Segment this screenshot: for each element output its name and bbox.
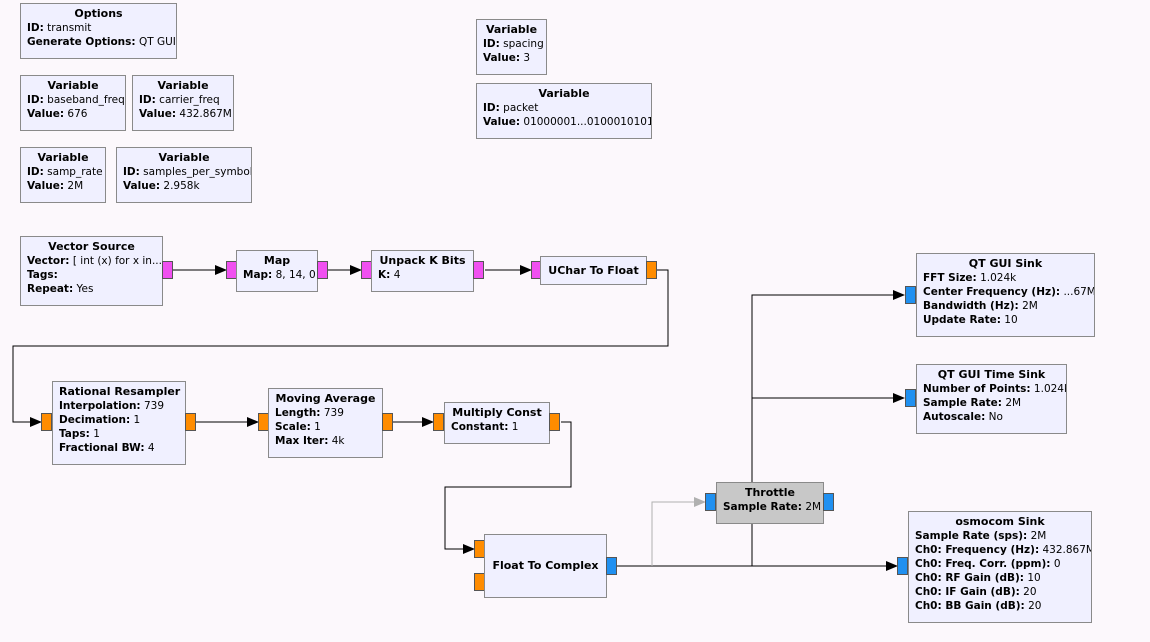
block-title: Moving Average (275, 392, 376, 405)
throttle-block[interactable]: Throttle Sample Rate: 2M (716, 482, 824, 524)
qt-gui-time-sink-block[interactable]: QT GUI Time Sink Number of Points: 1.024… (916, 364, 1067, 434)
variable-block-baseband-freq[interactable]: Variable ID: baseband_freq Value: 676 (20, 75, 126, 131)
wire-throttle-to-qt-sink (751, 290, 905, 566)
block-title: Vector Source (48, 240, 135, 253)
wire-multiply-to-float-to-complex (444, 421, 572, 554)
block-title: Variable (485, 23, 538, 36)
block-title: Map (263, 254, 291, 267)
float-to-complex-block[interactable]: Float To Complex (484, 534, 607, 598)
multiply-const-in-port[interactable] (433, 413, 444, 431)
block-title: Variable (157, 79, 209, 92)
unpack-k-bits-block[interactable]: Unpack K Bits K: 4 (371, 250, 474, 292)
osmocom-sink-block[interactable]: osmocom Sink Sample Rate (sps): 2M Ch0: … (908, 511, 1092, 623)
wire-uchar-to-resampler (12, 269, 669, 427)
variable-block-spacing[interactable]: Variable ID: spacing Value: 3 (476, 19, 547, 75)
block-title: QT GUI Sink (968, 257, 1043, 270)
vector-source-out-port[interactable] (162, 261, 173, 279)
multiply-const-block[interactable]: Multiply Const Constant: 1 (444, 402, 550, 444)
rational-resampler-block[interactable]: Rational Resampler Interpolation: 739 De… (52, 381, 186, 465)
block-title: osmocom Sink (955, 515, 1045, 528)
map-out-port[interactable] (317, 261, 328, 279)
resampler-out-port[interactable] (185, 413, 196, 431)
block-title: UChar To Float (548, 264, 639, 277)
uchar-out-port[interactable] (646, 261, 657, 279)
moving-average-out-port[interactable] (382, 413, 393, 431)
variable-block-samp-rate[interactable]: Variable ID: samp_rate Value: 2M (20, 147, 106, 203)
qt-time-sink-in-port[interactable] (905, 389, 916, 407)
qt-sink-in-port[interactable] (905, 286, 916, 304)
osmocom-sink-in-port[interactable] (897, 557, 908, 575)
map-block[interactable]: Map Map: 8, 14, 0 (236, 250, 318, 292)
block-title: Variable (158, 151, 210, 164)
variable-block-carrier-freq[interactable]: Variable ID: carrier_freq Value: 432.867… (132, 75, 234, 131)
wire-float-to-complex-to-throttle-disabled (651, 497, 706, 566)
block-title: Throttle (744, 486, 796, 499)
moving-average-block[interactable]: Moving Average Length: 739 Scale: 1 Max … (268, 388, 383, 458)
block-title: Variable (538, 87, 590, 100)
block-title: Options (74, 7, 123, 20)
uchar-to-float-block[interactable]: UChar To Float (540, 256, 647, 285)
block-title: Float To Complex (492, 559, 599, 572)
throttle-out-port[interactable] (823, 493, 834, 511)
unpack-out-port[interactable] (473, 261, 484, 279)
float-to-complex-out-port[interactable] (606, 557, 617, 575)
variable-block-samples-per-symbol[interactable]: Variable ID: samples_per_symbol Value: 2… (116, 147, 252, 203)
multiply-const-out-port[interactable] (549, 413, 560, 431)
block-title: Rational Resampler (59, 385, 181, 398)
qt-gui-sink-block[interactable]: QT GUI Sink FFT Size: 1.024k Center Freq… (916, 253, 1095, 337)
block-title: Variable (37, 151, 89, 164)
block-title: Variable (47, 79, 99, 92)
variable-block-packet[interactable]: Variable ID: packet Value: 01000001...01… (476, 83, 652, 139)
block-title: Unpack K Bits (379, 254, 466, 267)
block-title: Multiply Const (452, 406, 542, 419)
resampler-in-port[interactable] (41, 413, 52, 431)
options-block[interactable]: Options ID: transmit Generate Options: Q… (20, 3, 177, 59)
block-title: QT GUI Time Sink (937, 368, 1046, 381)
vector-source-block[interactable]: Vector Source Vector: [ int (x) for x in… (20, 236, 163, 306)
throttle-in-port[interactable] (705, 493, 716, 511)
